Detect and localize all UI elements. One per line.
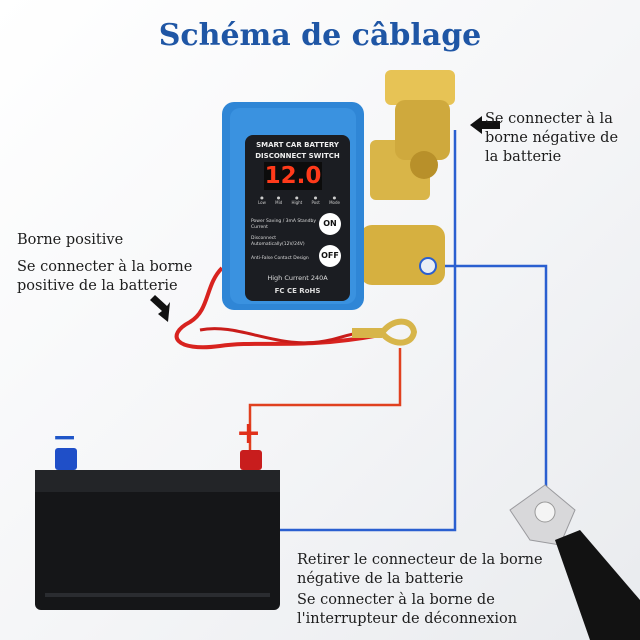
voltage-display: 12.0 <box>264 163 322 189</box>
remove-connector-label: Retirer le connecteur de la borne négati… <box>297 551 543 589</box>
label-line: positive de la batterie <box>17 278 178 294</box>
off-button[interactable]: OFF <box>319 245 341 267</box>
label-line: la batterie <box>485 149 562 165</box>
certifications: FC CE RoHS <box>274 287 321 295</box>
plus-sign: + <box>236 416 262 451</box>
positive-wire-guide <box>248 348 402 450</box>
label-line: borne négative de <box>485 130 619 146</box>
positive-heading: Borne positive <box>17 232 124 248</box>
level-indicators: ●Low ●Mid ●Hight ●Post ●Mode <box>258 195 340 205</box>
feature-item: Power Saving / 3mA Standby Current <box>251 219 317 230</box>
connect-switch-label: Se connecter à la borne de l'interrupteu… <box>297 591 517 629</box>
fork-terminal <box>352 318 418 346</box>
level-led: ●Mid <box>275 195 283 205</box>
label-line: négative de la batterie <box>297 571 464 587</box>
level-led: ●Post <box>311 195 320 205</box>
on-button[interactable]: ON <box>319 213 341 235</box>
current-rating: High Current 240A <box>267 274 328 282</box>
negative-wire-clamp <box>428 264 548 490</box>
negative-cable-clamp <box>509 484 640 640</box>
arrow-icon <box>150 295 170 322</box>
label-line: Se connecter à la borne de <box>297 592 495 608</box>
label-line: l'interrupteur de déconnexion <box>297 611 518 627</box>
car-battery <box>35 448 280 610</box>
device-name-line2: DISCONNECT SWITCH <box>255 152 340 160</box>
device-name: SMART CAR BATTERY DISCONNECT SWITCH <box>245 140 350 162</box>
feature-item: Anti-False Contact Design <box>251 255 309 261</box>
device-name-line1: SMART CAR BATTERY <box>256 141 339 149</box>
arrow-icon <box>470 116 500 134</box>
diagram-title: Schéma de câblage <box>158 18 482 53</box>
level-led: ●Hight <box>291 195 303 205</box>
level-led: ●Low <box>258 195 266 205</box>
positive-description: Se connecter à la borne positive de la b… <box>17 258 192 296</box>
negative-terminal-label: Se connecter à la borne négative de la b… <box>485 110 618 167</box>
label-line: Se connecter à la borne <box>17 259 193 275</box>
feature-list: Power Saving / 3mA Standby Current Disco… <box>251 216 317 267</box>
minus-sign: − <box>52 420 78 455</box>
feature-item: Disconnect Automatically(12V/24V) <box>251 236 305 247</box>
level-led: ●Mode <box>329 195 340 205</box>
label-line: Se connecter à la <box>485 111 613 127</box>
label-line: Retirer le connecteur de la borne <box>297 552 543 568</box>
negative-battery-terminal-clamp <box>360 70 455 285</box>
